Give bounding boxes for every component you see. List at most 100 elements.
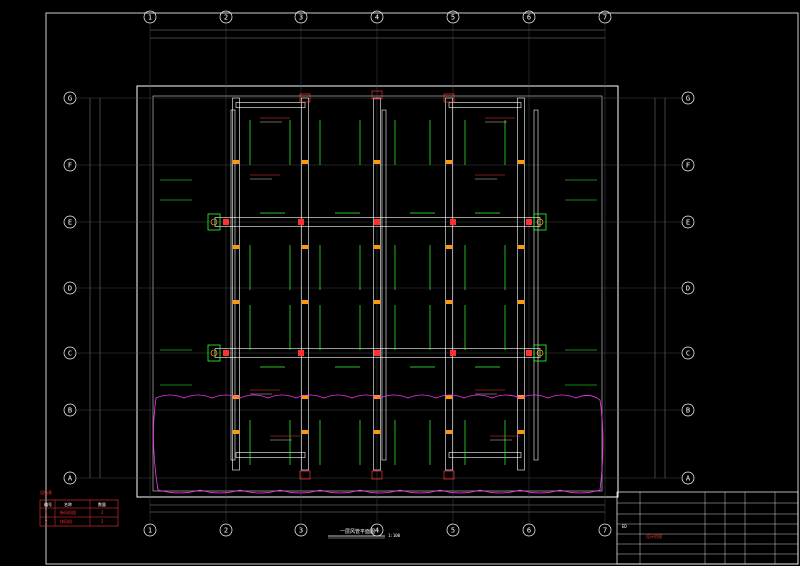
damper-mark bbox=[518, 395, 524, 399]
title-block: 设计阶段 ED bbox=[616, 491, 799, 565]
damper-mark bbox=[374, 245, 380, 249]
legend-row-qty: 2 bbox=[101, 510, 104, 515]
damper-mark bbox=[302, 245, 308, 249]
axis-label: 6 bbox=[527, 527, 531, 535]
axis-label: B bbox=[68, 407, 72, 415]
duct-fitting bbox=[223, 350, 229, 356]
fan-symbol bbox=[210, 218, 218, 226]
grid-row-right: B bbox=[681, 403, 695, 417]
duct-fitting bbox=[450, 219, 456, 225]
legend-heading: 设备表 bbox=[40, 489, 52, 495]
equipment-legend: 设备表 编号 名称 数量 1 新风机组 2 2 排风机 2 bbox=[39, 489, 119, 527]
axis-label: 3 bbox=[299, 14, 303, 22]
axis-label: 5 bbox=[451, 527, 455, 535]
drawing-scale: 1:100 bbox=[388, 533, 401, 538]
grid-row-right: D bbox=[681, 281, 695, 295]
damper-mark bbox=[446, 160, 452, 164]
damper-mark bbox=[233, 245, 239, 249]
axis-label: E bbox=[686, 219, 690, 227]
axis-label: 7 bbox=[603, 14, 607, 22]
grid-row-right: G bbox=[681, 91, 695, 105]
axis-label: G bbox=[68, 95, 72, 103]
duct-segment bbox=[230, 109, 236, 461]
duct-segment bbox=[445, 97, 453, 471]
duct-fitting bbox=[374, 350, 380, 356]
diffuser bbox=[299, 470, 311, 480]
grid-column-top: 2 bbox=[219, 10, 233, 24]
duct-network bbox=[207, 90, 547, 480]
duct-segment bbox=[232, 97, 240, 471]
damper-mark bbox=[518, 160, 524, 164]
duct-fitting bbox=[526, 219, 532, 225]
damper-mark bbox=[374, 160, 380, 164]
drawing-title: 一层风管平面图 1:100 bbox=[328, 528, 401, 539]
grid-column-top: 7 bbox=[598, 10, 612, 24]
axis-label: E bbox=[68, 219, 72, 227]
axis-label: 1 bbox=[148, 14, 152, 22]
duct-segment bbox=[301, 97, 309, 471]
duct-segment bbox=[533, 109, 539, 461]
axis-label: A bbox=[686, 475, 691, 483]
damper-mark bbox=[302, 300, 308, 304]
axis-bubble bbox=[294, 10, 308, 24]
drawing-frame bbox=[45, 12, 799, 565]
duct-fitting bbox=[374, 219, 380, 225]
title-block-stamp: 设计阶段 bbox=[646, 533, 662, 539]
duct-segment bbox=[373, 97, 381, 471]
damper-mark bbox=[518, 300, 524, 304]
damper-mark bbox=[233, 395, 239, 399]
signature-mark: ED bbox=[622, 524, 627, 529]
grid-row-left: A bbox=[63, 471, 77, 485]
duct-segment bbox=[235, 452, 306, 458]
fan-symbol bbox=[536, 218, 544, 226]
axis-label: 2 bbox=[224, 527, 228, 535]
duct-dimension-marks bbox=[249, 120, 506, 465]
diffuser bbox=[299, 93, 311, 103]
air-handling-unit bbox=[533, 344, 547, 362]
axis-label: 4 bbox=[375, 14, 379, 22]
duct-segment bbox=[214, 348, 541, 358]
legend-row-no: 1 bbox=[45, 510, 48, 515]
axis-label: 2 bbox=[224, 14, 228, 22]
legend-header-no: 编号 bbox=[44, 501, 52, 507]
grid-row-right: C bbox=[681, 346, 695, 360]
legend-header-qty: 数量 bbox=[98, 501, 106, 507]
damper-mark bbox=[374, 430, 380, 434]
axis-bubble bbox=[370, 10, 384, 24]
axis-label: D bbox=[68, 285, 72, 293]
axis-label: D bbox=[686, 285, 690, 293]
axis-bubble bbox=[446, 523, 460, 537]
axis-bubble bbox=[219, 523, 233, 537]
duct-segment bbox=[448, 452, 522, 458]
axis-bubble bbox=[446, 10, 460, 24]
damper-mark bbox=[233, 160, 239, 164]
grid-row-left: D bbox=[63, 281, 77, 295]
damper-mark bbox=[446, 300, 452, 304]
legend-row-name: 排风机 bbox=[60, 518, 72, 524]
axis-bubble bbox=[598, 10, 612, 24]
axis-label: 4 bbox=[375, 527, 379, 535]
axis-label: 6 bbox=[527, 14, 531, 22]
damper-mark bbox=[302, 160, 308, 164]
duct-segment bbox=[381, 109, 387, 461]
duct-segment bbox=[517, 97, 525, 471]
axis-label: C bbox=[68, 350, 72, 358]
duct-fitting bbox=[223, 219, 229, 225]
building-outline bbox=[136, 85, 619, 498]
duct-annotations bbox=[160, 117, 597, 441]
duct-segment bbox=[214, 217, 541, 227]
revision-cloud bbox=[153, 394, 604, 494]
grid-column-top: 6 bbox=[522, 10, 536, 24]
grid-column-top: 4 bbox=[370, 10, 384, 24]
grid-row-left: G bbox=[63, 91, 77, 105]
grid-column-top: 3 bbox=[294, 10, 308, 24]
axis-bubble bbox=[219, 10, 233, 24]
duct-segment bbox=[235, 102, 306, 108]
grid-row-right: A bbox=[681, 471, 695, 485]
damper-mark bbox=[446, 430, 452, 434]
grid-row-right: F bbox=[681, 158, 695, 172]
grid-column-bottom: 7 bbox=[598, 523, 612, 537]
